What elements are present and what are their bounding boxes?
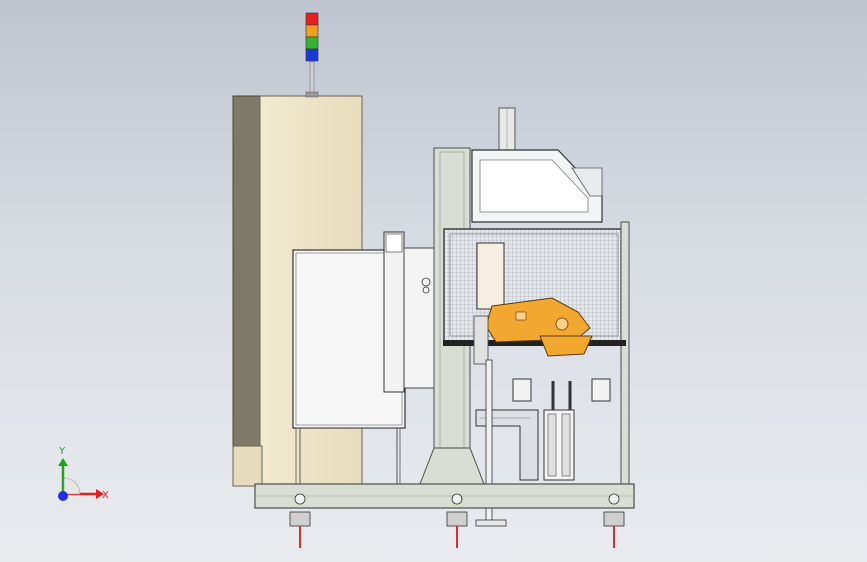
hinged-guard[interactable] [383,231,435,393]
guard-edge [383,231,405,393]
lift-cylinder-right [561,413,571,477]
x-axis-arrowhead [96,489,104,499]
leveling-foot [289,493,311,548]
leveling-feet [289,493,625,548]
hood-window [479,159,589,213]
y-axis-label: Y [58,446,66,457]
cabinet-side-panel [232,95,261,447]
guard-hinge [385,233,403,253]
cabinet-base [232,445,263,487]
foot-pad [603,511,625,527]
y-axis-arrowhead [58,458,68,466]
signal-tower-mount [305,91,319,98]
vertical-cylinder[interactable] [498,107,516,155]
orange-lamp [305,24,319,38]
signal-tower-pole [309,61,315,95]
chute-body [475,409,539,481]
x-axis-label: X [102,490,109,501]
top-hood[interactable] [471,149,603,223]
fixture-station[interactable] [512,378,611,481]
conveyor-chute[interactable] [475,359,539,523]
guard-knob-icon[interactable] [421,277,431,287]
foot-pad [289,511,311,527]
robot-bracket [515,311,527,321]
foot-pad [446,511,468,527]
z-axis-origin-icon [58,491,68,501]
blue-lamp [305,48,319,62]
robot-arm[interactable] [473,297,593,365]
signal-tower[interactable] [305,12,319,98]
robot-joint-icon [555,317,569,331]
robot-lower-link [539,335,593,357]
foot-bolt-icon [608,493,620,505]
base-frame[interactable] [254,483,635,527]
guard-door [403,247,435,389]
guard-bottom-rail [443,340,626,346]
triad-plane [63,477,81,495]
leveling-foot [446,493,468,548]
coordinate-triad: X Y [58,446,109,501]
guard-latch-icon[interactable] [422,286,430,294]
column-gusset [419,447,485,485]
foot-bolt-icon [451,493,463,505]
lift-cylinder-left [547,413,557,477]
controller-box[interactable] [476,242,505,310]
right-upright-post [620,221,630,485]
fixture-clamp-left [512,378,532,402]
leveling-foot [603,493,625,548]
hood-vent [571,167,603,197]
red-lamp [305,12,319,26]
green-lamp [305,36,319,50]
guide-rod-foot [475,519,507,527]
fixture-clamp-right [591,378,611,402]
foot-bolt-icon [294,493,306,505]
robot-gripper [473,315,489,365]
